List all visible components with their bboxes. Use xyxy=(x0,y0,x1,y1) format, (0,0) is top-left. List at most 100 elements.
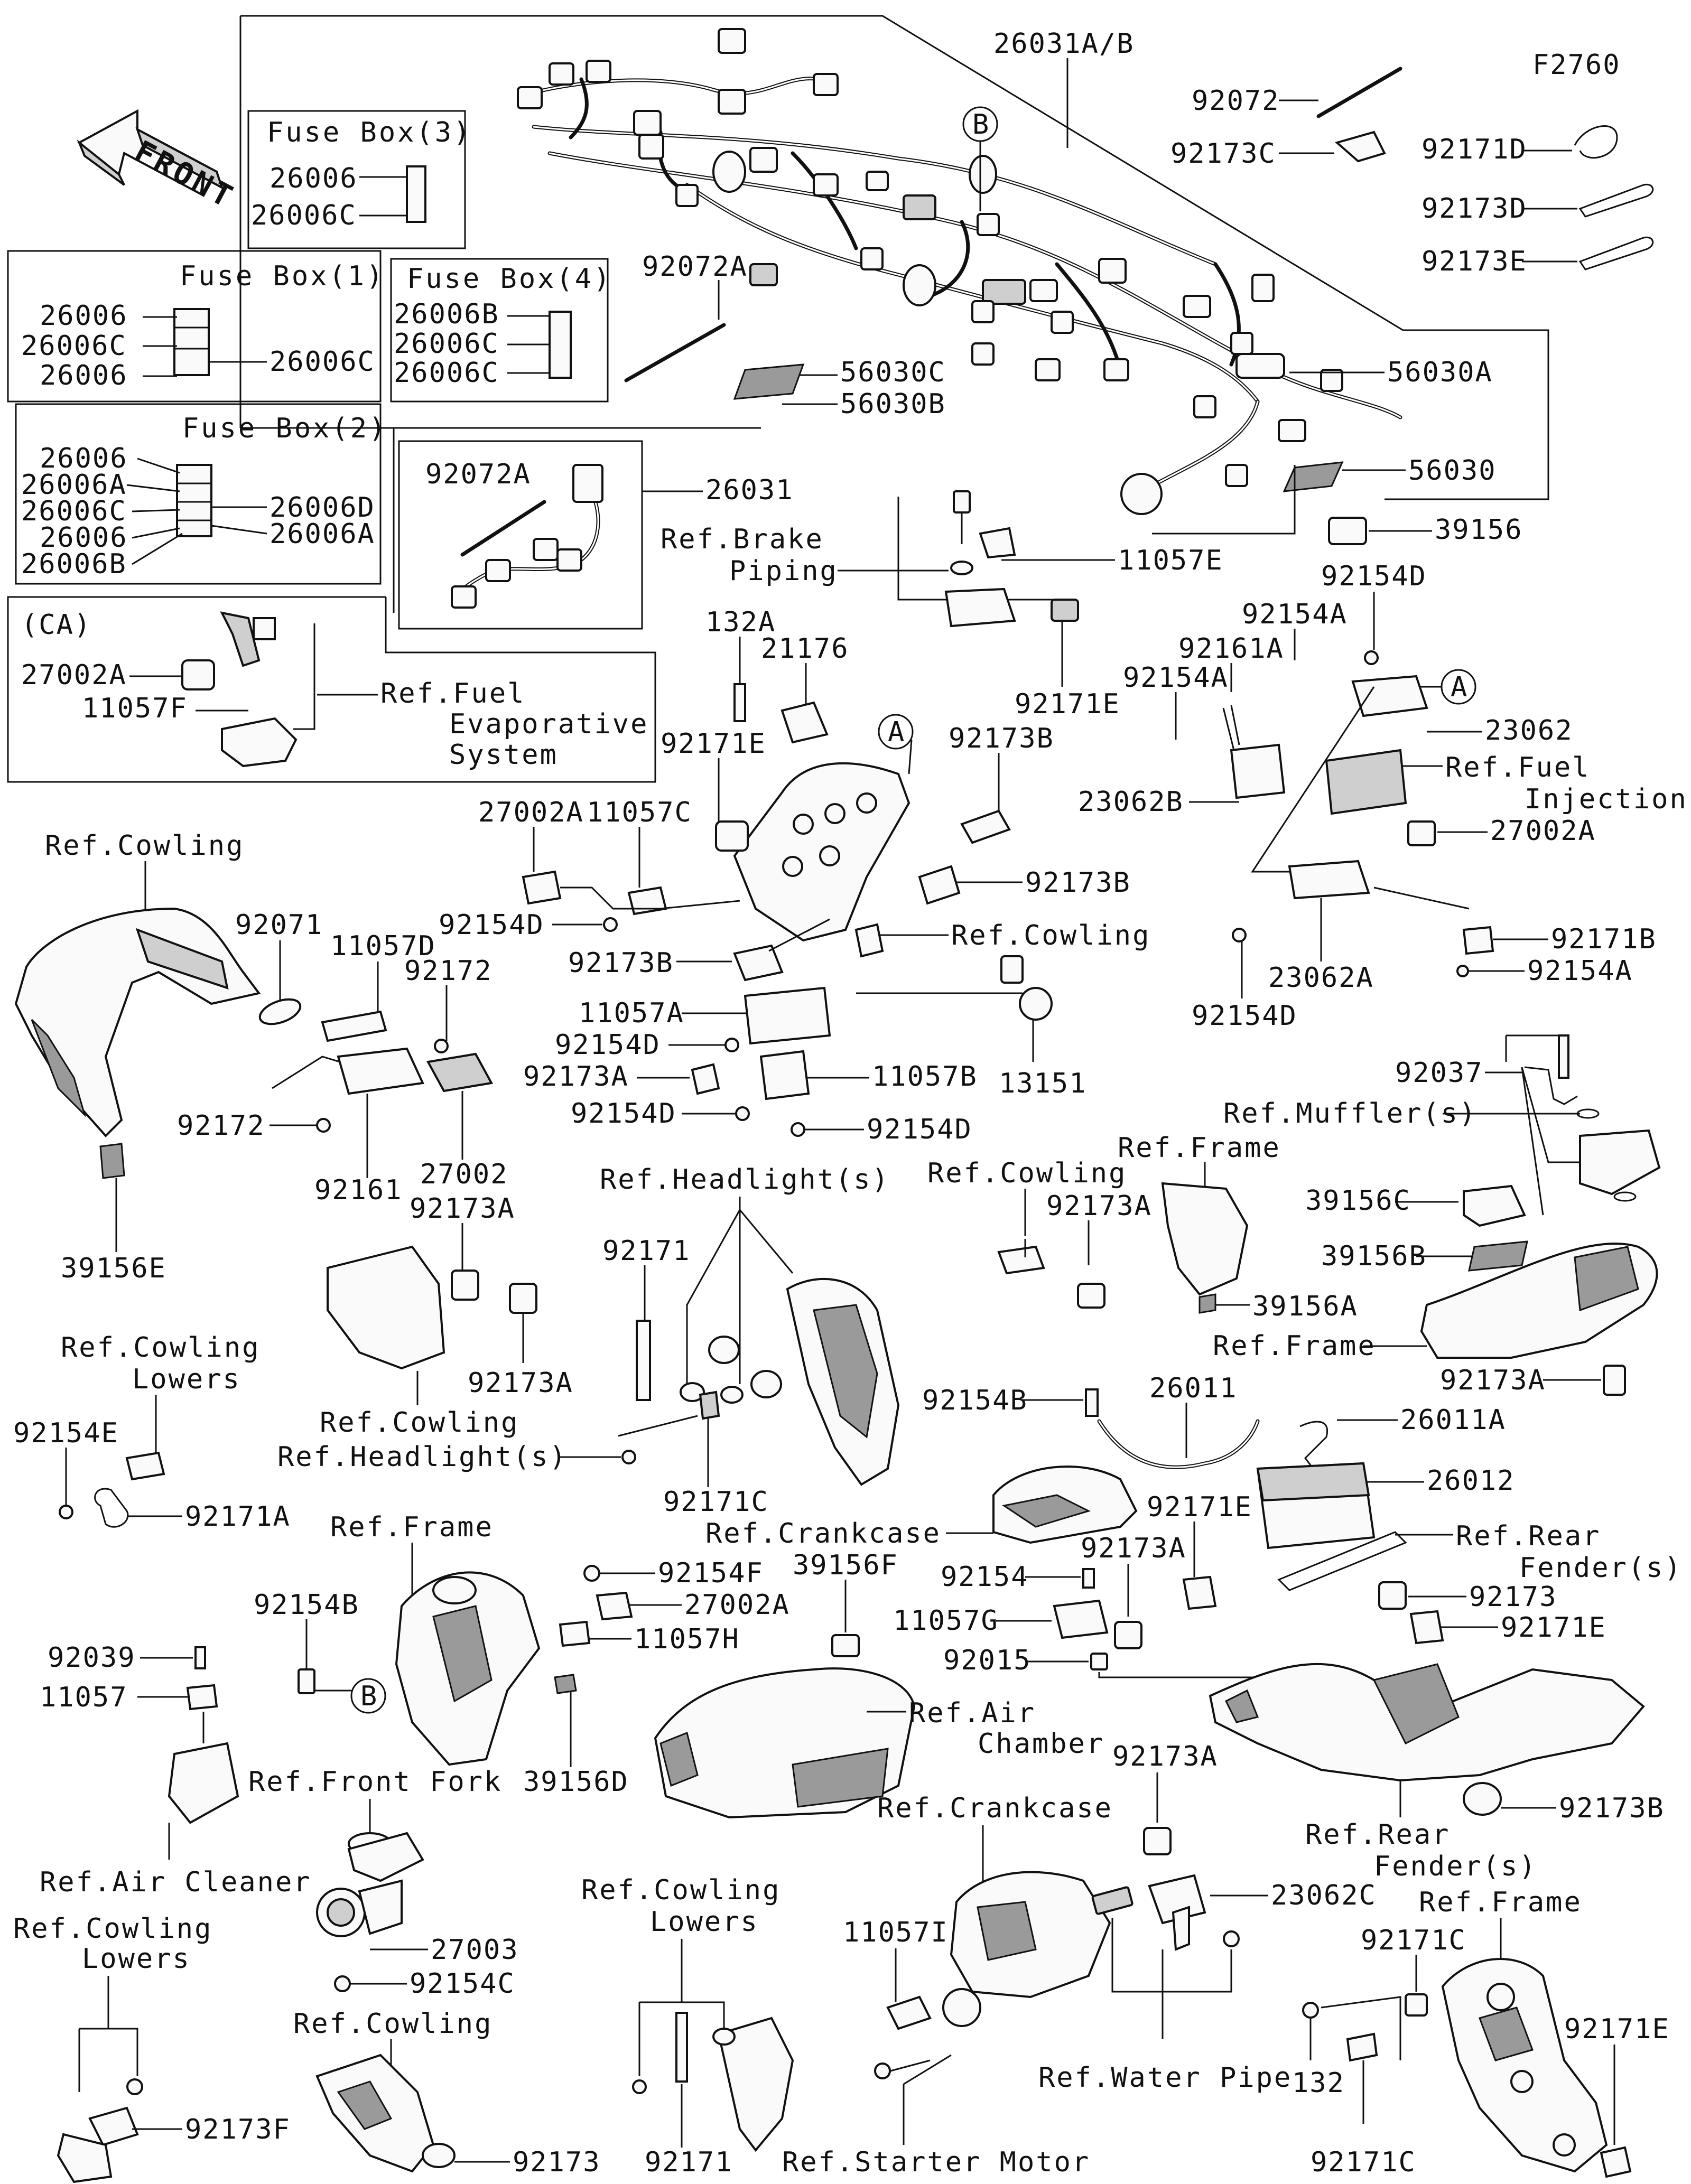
b-marker-2: B xyxy=(350,1678,386,1714)
label-92071: 92071 xyxy=(235,909,323,941)
label-56030: 56030 xyxy=(1408,455,1497,487)
ref-air-cleaner: Ref.Air Cleaner xyxy=(40,1866,312,1898)
ref-front-fork: Ref.Front Fork xyxy=(248,1766,502,1798)
cowling-lowers-left-group: Ref.Cowling Lowers 92154E 92171A xyxy=(13,1332,290,1533)
label-92173a-mid-1: 92173A xyxy=(410,1193,515,1225)
label-92171e-meter: 92171E xyxy=(661,728,766,760)
label-92154f: 92154F xyxy=(658,1557,764,1589)
fuse-box-1-title: Fuse Box(1) xyxy=(180,260,385,292)
label-92171e-bottom: 92171E xyxy=(1564,2013,1670,2045)
ca-panel: (CA) 27002A 11057F Ref.Fuel Evaporative … xyxy=(7,596,656,783)
label-92173b-2: 92173B xyxy=(1025,867,1131,899)
fuse-box-2-left-4: 26006 xyxy=(40,522,128,554)
air-cleaner-group: 92039 11057 Ref.Air Cleaner xyxy=(40,1642,312,1898)
label-39156d: 39156D xyxy=(523,1766,629,1798)
label-92173f: 92173F xyxy=(185,2114,291,2145)
mid-cowling-group: 92173A 92173A Ref.Cowling Ref.Headlight(… xyxy=(277,1193,636,1473)
brake-piping-group: Ref.Brake Piping 11057E 92171E xyxy=(661,490,1222,720)
left-cowling-group: Ref.Cowling 92071 11057D 92172 92172 921… xyxy=(14,830,507,1284)
label-92154d-right-1: 92154D xyxy=(1321,561,1427,592)
label-92154d-meter-3: 92154D xyxy=(571,1098,676,1130)
label-39156: 39156 xyxy=(1435,514,1523,546)
ref-fuel-injection-line-2: Injection xyxy=(1525,783,1688,815)
label-21176: 21176 xyxy=(761,633,849,665)
label-56030b: 56030B xyxy=(840,388,946,420)
main-wiring-harness xyxy=(517,28,1402,515)
ca-ref-line-1: Ref.Fuel xyxy=(380,678,525,710)
label-92154b-battery: 92154B xyxy=(922,1385,1028,1416)
label-92171b: 92171B xyxy=(1551,923,1657,955)
b-marker-2-letter: B xyxy=(360,1681,378,1712)
label-92173a-muffler: 92173A xyxy=(1440,1365,1546,1396)
label-92173b-1: 92173B xyxy=(949,723,1054,754)
label-92173a-meter: 92173A xyxy=(523,1061,629,1093)
label-23062c: 23062C xyxy=(1271,1880,1377,1911)
fuse-box-4-label-2: 26006C xyxy=(394,328,499,360)
label-11057g: 11057G xyxy=(893,1605,999,1637)
label-92154d-meter-2: 92154D xyxy=(555,1029,661,1061)
label-92173a-bracket: 92173A xyxy=(1046,1190,1152,1222)
muffler-group: 92037 Ref.Muffler(s) 39156C 39156B 92173… xyxy=(1223,1034,1661,1396)
label-92171e-battery-2: 92171E xyxy=(1501,1612,1606,1644)
ref-cowling-lowers-mid-2: Lowers xyxy=(650,1906,759,1938)
brake-ref-line-1: Ref.Brake xyxy=(661,524,824,555)
a-marker-2: A xyxy=(1441,669,1476,705)
label-39156c: 39156C xyxy=(1305,1185,1411,1217)
headlight-group: Ref.Headlight(s) 92171 92171C xyxy=(600,1164,900,1518)
fuse-box-1-panel: Fuse Box(1) 26006 26006C 26006 26006C xyxy=(7,250,385,403)
fuse-box-2-right-1: 26006D xyxy=(270,492,375,524)
ref-frame-left: Ref.Frame xyxy=(330,1511,494,1543)
cowling-lowers-bottom-group: Ref.Cowling Lowers 92173F xyxy=(13,1913,291,2183)
label-56030c: 56030C xyxy=(840,357,946,388)
label-92154c: 92154C xyxy=(410,1968,515,2000)
ref-frame-mid: Ref.Frame xyxy=(1118,1132,1281,1164)
label-11057c: 11057C xyxy=(587,797,692,828)
label-92173a-crank: 92173A xyxy=(1112,1741,1218,1772)
label-92171c-bottom-2: 92171C xyxy=(1311,2146,1416,2178)
a-marker-1-letter: A xyxy=(888,716,905,748)
frame-left-group: Ref.Frame 92154B B 92154F 27002A 11057H … xyxy=(254,1511,789,1798)
label-92173d: 92173D xyxy=(1421,193,1527,225)
front-arrow-label: FRONT xyxy=(128,133,241,216)
crankcase-bottom-group: Ref.Crankcase 92173A 23062C Ref.Water Pi… xyxy=(782,1741,1377,2178)
ref-starter-motor: Ref.Starter Motor xyxy=(782,2146,1090,2178)
ref-rear-fender-2-line-1: Ref.Rear xyxy=(1305,1819,1450,1851)
main-harness-callout-frame xyxy=(240,15,1549,500)
front-fork-group: Ref.Front Fork 27003 92154C xyxy=(248,1766,518,2000)
label-26012: 26012 xyxy=(1427,1465,1515,1497)
label-92154b-left: 92154B xyxy=(254,1589,359,1621)
cowling-bottom-group: Ref.Cowling 92173 xyxy=(293,2008,600,2178)
ref-crankcase-bottom: Ref.Crankcase xyxy=(877,1793,1113,1824)
ref-frame-mid-2: Ref.Frame xyxy=(1213,1330,1376,1362)
label-13151: 13151 xyxy=(999,1068,1087,1099)
ref-frame-bottom-right: Ref.Frame xyxy=(1419,1887,1582,1918)
a-marker-1: A xyxy=(878,714,914,774)
label-92154d-right-2: 92154D xyxy=(1192,1000,1297,1032)
brake-ref-line-2: Piping xyxy=(729,555,838,587)
label-27002a-right: 27002A xyxy=(1490,815,1596,847)
label-92154-battery: 92154 xyxy=(941,1561,1029,1593)
ref-water-pipe: Ref.Water Pipe xyxy=(1038,2062,1292,2094)
fuse-box-1-left-3: 26006 xyxy=(40,360,128,391)
label-11057a: 11057A xyxy=(579,997,684,1029)
ref-cowling-left: Ref.Cowling xyxy=(45,830,244,862)
label-27002a-meter: 27002A xyxy=(478,797,584,828)
label-39156a: 39156A xyxy=(1252,1291,1358,1322)
air-chamber-group: 39156F Ref.Air Chamber xyxy=(654,1550,1103,1819)
label-39156b: 39156B xyxy=(1321,1240,1427,1272)
fuse-box-2-panel: Fuse Box(2) 26006 26006A 26006C 26006 26… xyxy=(15,403,385,585)
ref-rear-fender-2-line-2: Fender(s) xyxy=(1374,1851,1537,1882)
ref-fuel-injection-line-1: Ref.Fuel xyxy=(1445,752,1590,783)
label-92154d-meter-4: 92154D xyxy=(867,1114,972,1145)
label-92015: 92015 xyxy=(943,1645,1032,1676)
ref-cowling-lowers-left-2: Lowers xyxy=(132,1364,241,1395)
fuse-box-2-left-5: 26006B xyxy=(21,548,127,580)
label-92171-mid: 92171 xyxy=(645,2146,733,2178)
label-92173-battery: 92173 xyxy=(1469,1581,1557,1613)
ca-label-11057f: 11057F xyxy=(82,693,188,724)
fuse-box-1-right: 26006C xyxy=(270,346,375,378)
fuse-box-3-title: Fuse Box(3) xyxy=(267,117,472,148)
fuse-box-2-left-2: 26006A xyxy=(21,469,127,501)
fuel-injection-bracket-group: 92154D 92154A 92161A 92154A A 23062 Ref.… xyxy=(1078,561,1688,1032)
label-11057h: 11057H xyxy=(634,1623,740,1655)
